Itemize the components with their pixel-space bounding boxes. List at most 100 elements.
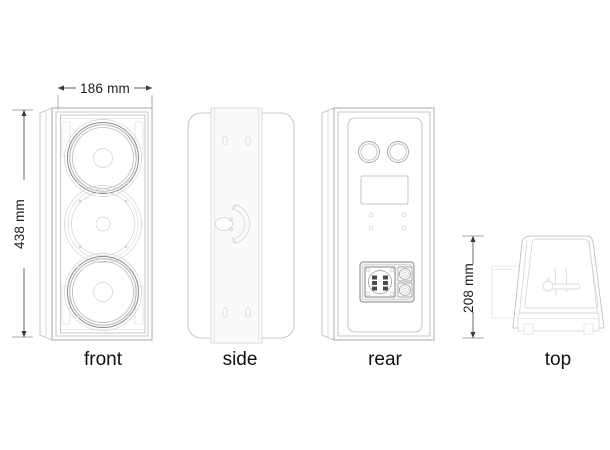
woofer-lower-surround — [69, 258, 137, 326]
dim-width-arrow-right — [146, 85, 152, 91]
dimension-depth: 208 mm — [461, 235, 484, 339]
speakon-upper-hub — [403, 272, 407, 276]
midrange-screw-1 — [78, 199, 82, 203]
multipin-barrel — [368, 270, 392, 294]
side-handle-arc-inner — [235, 209, 246, 239]
multipin-contact-6 — [383, 286, 388, 291]
woofer-upper-cone — [72, 127, 134, 189]
dim-depth-arrow-bottom — [470, 332, 476, 338]
woofer-upper-dustcap — [93, 148, 113, 168]
top-foot-right — [583, 323, 594, 335]
woofer-lower-screw-1 — [76, 265, 80, 269]
top-foot-rail — [517, 312, 600, 335]
dim-height-arrow-top — [21, 110, 27, 116]
multipin-contact-1 — [372, 275, 377, 280]
view-rear: rear — [321, 107, 435, 370]
multipin-screw-tl — [366, 268, 371, 273]
rear-label-plate — [360, 175, 409, 205]
rear-bass-ports — [358, 141, 409, 163]
speakon-lower-hub — [403, 288, 407, 292]
side-slot-bottom-left — [222, 307, 228, 318]
side-handle-tip-bottom — [232, 237, 237, 244]
midrange-dustcap — [95, 216, 111, 232]
midrange-frame — [64, 185, 142, 263]
woofer-upper-frame — [64, 119, 142, 197]
side-slot-bottom-right — [245, 307, 251, 318]
speakon-upper-ring-outer — [398, 267, 412, 281]
side-handle-pin-upper — [229, 217, 233, 222]
rear-cabinet-outline — [333, 107, 435, 341]
rear-screw-bottom-right — [401, 225, 407, 231]
woofer-upper-screw-4 — [126, 181, 130, 185]
midrange-screw-2 — [124, 199, 128, 203]
multipin-screw-bl — [366, 291, 371, 296]
multipin-contact-5 — [372, 286, 377, 291]
top-handle-rib-left — [554, 267, 557, 297]
dim-height-label: 438 mm — [12, 199, 27, 249]
bass-port-left-outer — [358, 141, 380, 163]
rear-screw-top-right — [401, 212, 407, 218]
view-label-side: side — [223, 349, 258, 370]
rear-connector-panel — [359, 261, 415, 303]
side-handle-bracket — [215, 204, 251, 244]
midrange-cone — [71, 192, 135, 256]
multipin-contact-4 — [383, 281, 388, 285]
woofer-lower-screw-3 — [76, 315, 80, 319]
speakon-upper — [397, 266, 413, 282]
top-handle-boss — [542, 280, 554, 292]
view-label-rear: rear — [368, 349, 402, 370]
woofer-upper-rim — [67, 122, 139, 194]
woofer-upper-screw-2 — [126, 131, 130, 135]
rear-screw-bottom-left — [368, 225, 374, 231]
driver-woofer-upper — [64, 119, 142, 197]
side-handle-pin-lower — [229, 227, 233, 231]
rear-screw-top-left — [368, 212, 374, 218]
top-handle-mark-2 — [546, 277, 551, 281]
connector-panel-inner — [362, 264, 412, 300]
multipin-contact-2 — [383, 275, 388, 280]
speakon-lower-ring-outer — [398, 283, 412, 297]
side-slot-top-right — [245, 135, 251, 146]
midrange-surround — [67, 188, 139, 260]
front-cabinet-outline — [51, 107, 153, 341]
multipin-screw-tr — [389, 268, 394, 273]
rear-cabinet-bevel — [337, 111, 431, 337]
speakon-upper-ring-mid — [401, 270, 409, 278]
speakon-lower-plate — [397, 282, 413, 298]
woofer-upper-screw-3 — [76, 181, 80, 185]
front-baffle — [60, 114, 146, 334]
top-foot-left — [523, 323, 534, 335]
dimension-width: 186 mm — [57, 81, 153, 110]
speakon-lower-ring-mid — [401, 286, 409, 294]
side-handle-arc-outer — [235, 204, 251, 244]
dim-depth-arrow-top — [470, 236, 476, 242]
view-label-front: front — [84, 349, 123, 370]
woofer-lower-frame — [64, 253, 142, 331]
front-rail-lower-left — [61, 285, 71, 325]
midrange-screw-3 — [78, 245, 82, 249]
bass-port-right-outer — [387, 141, 409, 163]
woofer-upper-surround — [69, 124, 137, 192]
side-handle-boss — [215, 217, 233, 231]
speakon-lower — [397, 282, 413, 298]
driver-woofer-lower — [64, 253, 142, 331]
front-cabinet-bevel — [55, 111, 149, 337]
woofer-lower-screw-2 — [126, 265, 130, 269]
midrange-screw-4 — [124, 245, 128, 249]
woofer-lower-rim — [67, 256, 139, 328]
woofer-upper-screw-1 — [76, 131, 80, 135]
view-side: side — [187, 107, 295, 370]
woofer-lower-cone — [72, 261, 134, 323]
side-handle-tip-top — [232, 204, 237, 211]
woofer-lower-dustcap — [93, 282, 113, 302]
bass-port-right-inner — [389, 143, 407, 161]
multipin-connector — [364, 266, 396, 298]
side-slot-top-left — [222, 135, 228, 146]
top-foot-body — [517, 312, 600, 332]
front-rail-upper-left — [61, 121, 71, 157]
dim-height-arrow-bottom — [21, 331, 27, 337]
top-enclosure-outline — [512, 235, 605, 329]
view-top: top — [491, 235, 605, 370]
top-handle-mark-1 — [544, 278, 550, 283]
